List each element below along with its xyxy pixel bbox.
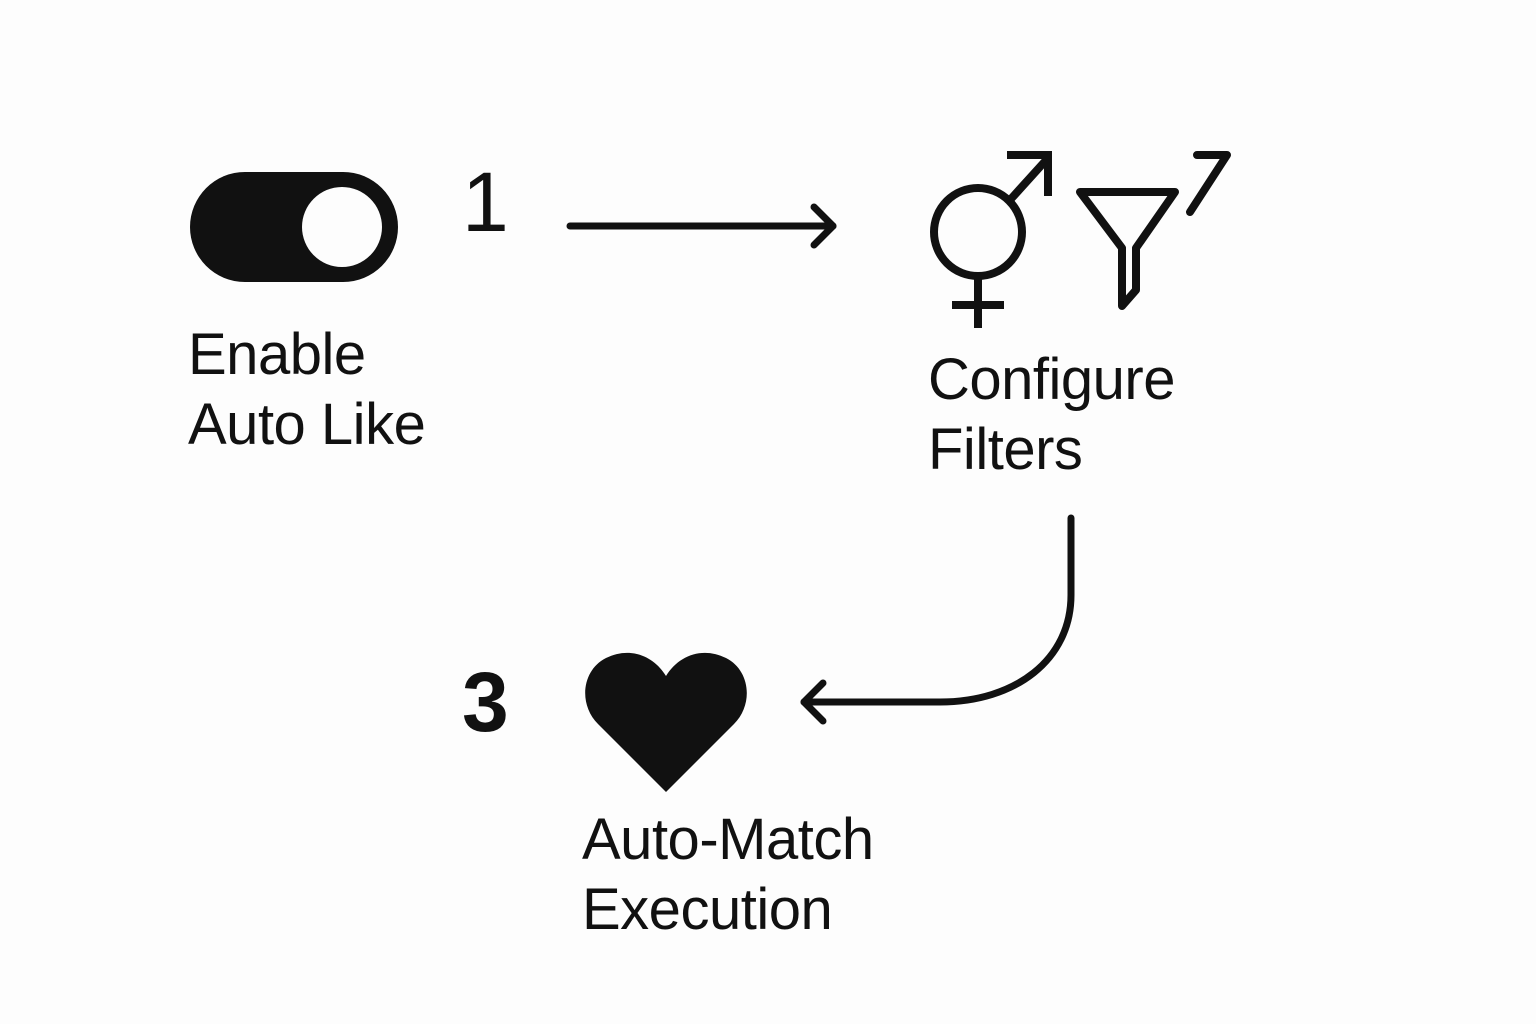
arrow-right-connector xyxy=(566,203,837,249)
arrow-head xyxy=(810,203,837,249)
step-1-label-line2: Auto Like xyxy=(188,392,426,457)
step-3-number: 3 xyxy=(462,655,509,749)
arrow-curved-connector xyxy=(800,514,1075,725)
gender-symbol-icon xyxy=(930,151,1052,328)
step-2-label-line2: Filters xyxy=(928,417,1083,482)
arrow-shaft xyxy=(800,514,1075,706)
step-1-number: 1 xyxy=(462,155,509,249)
step-3-label-line2: Execution xyxy=(582,877,833,942)
filter-funnel-icon xyxy=(1076,151,1231,310)
step-1-label-line1: Enable xyxy=(188,322,366,387)
toggle-switch-on-icon xyxy=(190,172,398,282)
heart-icon xyxy=(585,652,747,792)
arrow-head xyxy=(800,679,827,725)
step-3-label-line1: Auto-Match xyxy=(582,807,874,872)
step-2-label-line1: Configure xyxy=(928,347,1175,412)
